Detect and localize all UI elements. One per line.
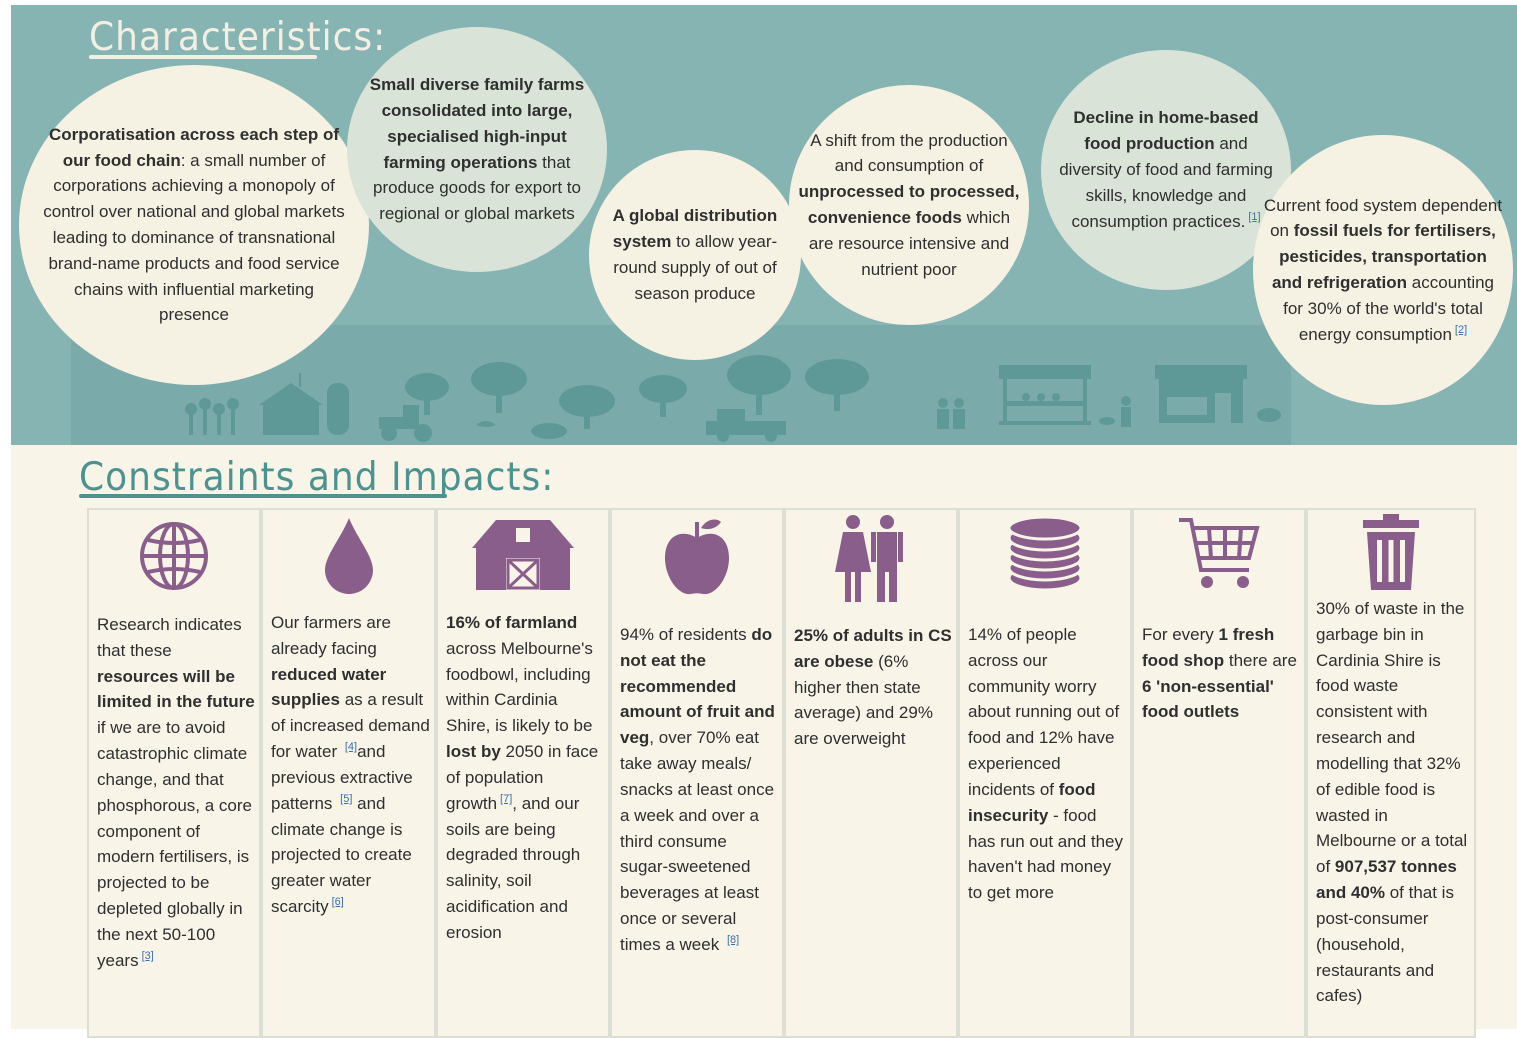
characteristics-title: Characteristics: — [89, 15, 387, 61]
bubble-text: A global distribution system to allow ye… — [612, 206, 778, 303]
bubble-text: Current food system dependent on fossil … — [1263, 195, 1503, 344]
bubble-global-distribution: A global distribution system to allow ye… — [589, 150, 801, 360]
shopping-cart-icon — [1134, 510, 1304, 600]
card-resources: Research indicates that these resources … — [87, 508, 261, 1038]
card-fruit-veg: 94% of residents do not eat the recommen… — [610, 508, 784, 1038]
constraints-section: Constraints and Impacts: Research indica… — [11, 445, 1517, 1038]
citation-link[interactable]: [7] — [500, 793, 513, 806]
card-text: 25% of adults in CS are obese (6% higher… — [794, 626, 952, 749]
shop-front-icon — [1155, 365, 1247, 423]
bubble-corporatisation: Corporatisation across each step of our … — [19, 65, 369, 385]
farm-barn-icon — [259, 373, 349, 435]
barn-icon — [438, 510, 608, 600]
market-stall-icon — [999, 365, 1091, 425]
bubble-text: Decline in home-based food production an… — [1059, 108, 1273, 231]
crops-icon — [185, 398, 239, 435]
citation-link[interactable]: [2] — [1454, 324, 1468, 336]
bubble-small-diverse-farms: Small diverse family farms consolidated … — [347, 27, 607, 272]
title-underline — [79, 494, 447, 498]
farmer-icon — [1099, 396, 1131, 427]
trees-icon — [405, 355, 869, 429]
trash-bin-icon — [1308, 510, 1474, 600]
truck-icon — [706, 409, 786, 442]
bubble-decline-home-production: Decline in home-based food production an… — [1041, 50, 1291, 290]
card-text: For every 1 fresh food shop there are 6 … — [1142, 625, 1297, 722]
card-water: Our farmers are already facing reduced w… — [261, 508, 436, 1038]
citation-link[interactable]: [8] — [726, 934, 740, 947]
basket-icon — [1257, 408, 1281, 422]
citation-link[interactable]: [4] — [344, 741, 358, 754]
globe-icon — [89, 510, 259, 600]
bird-icon — [476, 421, 496, 427]
card-text: 30% of waste in the garbage bin in Cardi… — [1316, 599, 1468, 1006]
card-obesity: 25% of adults in CS are obese (6% higher… — [784, 508, 958, 1038]
title-underline — [89, 55, 317, 59]
card-text: Our farmers are already facing reduced w… — [271, 613, 430, 917]
card-text: 14% of people across our community worry… — [968, 625, 1124, 903]
tractor-icon — [379, 405, 432, 442]
citation-link[interactable]: [1] — [1248, 211, 1261, 224]
water-drop-icon — [263, 510, 434, 600]
bubble-shift-processed: A shift from the production and consumpt… — [789, 85, 1029, 325]
constraints-title: Constraints and Impacts: — [79, 455, 555, 501]
characteristics-section: Characteristics: Corporatisation across … — [11, 5, 1517, 445]
citation-link[interactable]: [5] — [340, 793, 353, 806]
rural-scenery-illustration — [185, 355, 1281, 442]
bubble-fossil-fuels: Current food system dependent on fossil … — [1253, 135, 1513, 405]
card-food-insecurity: 14% of people across our community worry… — [958, 508, 1132, 1038]
citation-link[interactable]: [3] — [141, 950, 154, 963]
card-food-waste: 30% of waste in the garbage bin in Cardi… — [1306, 508, 1476, 1038]
card-food-outlets: For every 1 fresh food shop there are 6 … — [1132, 508, 1306, 1038]
constraints-grid: Research indicates that these resources … — [87, 508, 1476, 1038]
basket-icon — [531, 423, 567, 439]
apple-icon — [612, 510, 782, 600]
bubble-text: A shift from the production and consumpt… — [798, 130, 1020, 279]
card-text: 94% of residents do not eat the recommen… — [620, 625, 775, 954]
card-farmland: 16% of farmland across Melbourne's foodb… — [436, 508, 610, 1038]
shoppers-icon — [937, 398, 965, 429]
card-text: 16% of farmland across Melbourne's foodb… — [446, 613, 599, 942]
people-icon — [786, 510, 956, 602]
coin-stack-icon — [960, 510, 1130, 600]
card-text: Research indicates that these resources … — [97, 615, 255, 970]
bubble-text: Corporatisation across each step of our … — [43, 124, 345, 325]
bubble-text: Small diverse family farms consolidated … — [369, 75, 585, 224]
citation-link[interactable]: [6] — [331, 896, 344, 909]
